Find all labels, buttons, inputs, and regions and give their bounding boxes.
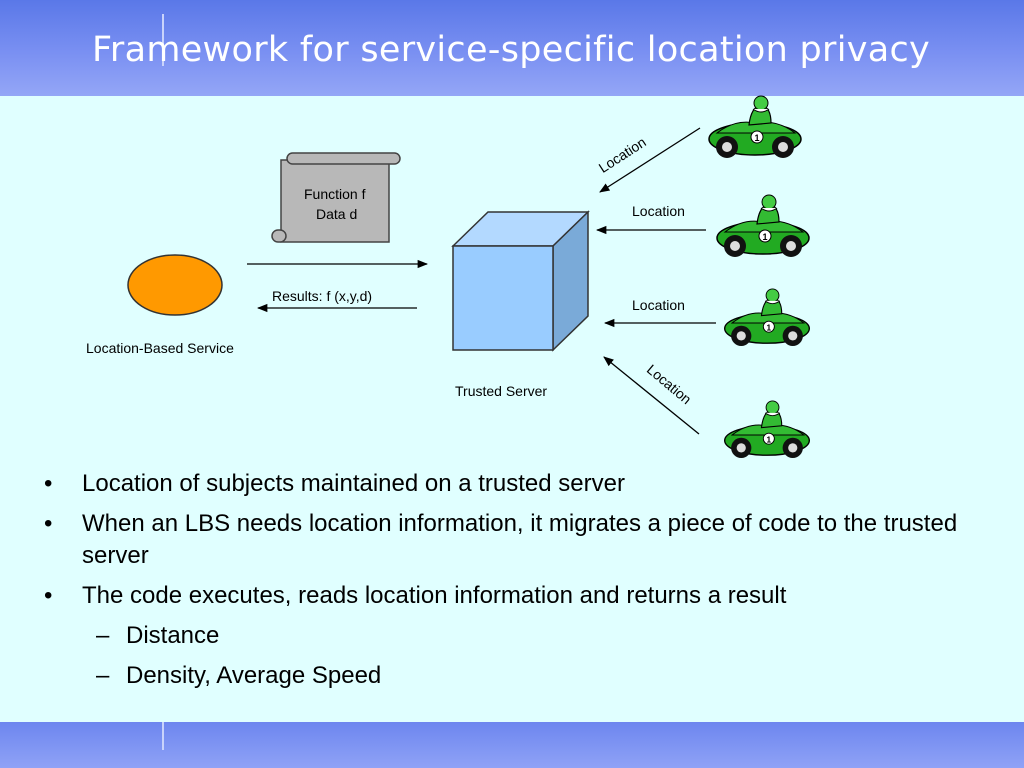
svg-text:1: 1 [762, 232, 767, 242]
location-label-3: Location [632, 297, 685, 313]
location-label-4: Location [644, 361, 695, 407]
bullet-item: •Location of subjects maintained on a tr… [44, 470, 625, 497]
scroll-function-label: Function f [304, 186, 366, 202]
car-icon-2: 1 [716, 194, 810, 258]
trusted-server-cube [451, 210, 590, 352]
slide-title: Framework for service-specific location … [92, 30, 931, 70]
footer-divider [162, 722, 164, 750]
scroll-data-label: Data d [316, 206, 358, 222]
location-arrow-1 [599, 127, 701, 193]
trusted-server-label: Trusted Server [455, 383, 548, 399]
bullet-text: When an LBS needs location information, … [82, 510, 958, 569]
bullet-text: The code executes, reads location inform… [82, 582, 787, 609]
bullet-item: •The code executes, reads location infor… [44, 582, 787, 609]
car-icon-3: 1 [723, 288, 811, 347]
svg-text:1: 1 [767, 435, 772, 444]
bullet-text: Density, Average Speed [126, 662, 382, 689]
bullet-text: Location of subjects maintained on a tru… [82, 470, 625, 497]
sub-bullet-item: –Density, Average Speed [96, 662, 382, 689]
lbs-label: Location-Based Service [86, 340, 234, 356]
footer-bar [0, 722, 1024, 768]
svg-text:1: 1 [767, 323, 772, 332]
header-divider [162, 14, 164, 66]
car-icon-4: 1 [723, 400, 811, 459]
title-bar: Framework for service-specific location … [0, 0, 1024, 96]
code-scroll-icon [271, 152, 401, 243]
results-label: Results: f (x,y,d) [272, 288, 373, 304]
location-arrow-4 [603, 356, 700, 435]
bullet-item: •When an LBS needs location information,… [44, 510, 958, 569]
location-label-2: Location [632, 203, 685, 219]
bullet-list: •Location of subjects maintained on a tr… [44, 468, 974, 700]
location-label-1: Location [596, 134, 649, 176]
car-icon-1: 1 [708, 95, 802, 159]
svg-text:1: 1 [754, 133, 759, 143]
lbs-oval [127, 254, 223, 316]
sub-bullet-item: –Distance [96, 622, 220, 649]
bullet-text: Distance [126, 622, 220, 649]
